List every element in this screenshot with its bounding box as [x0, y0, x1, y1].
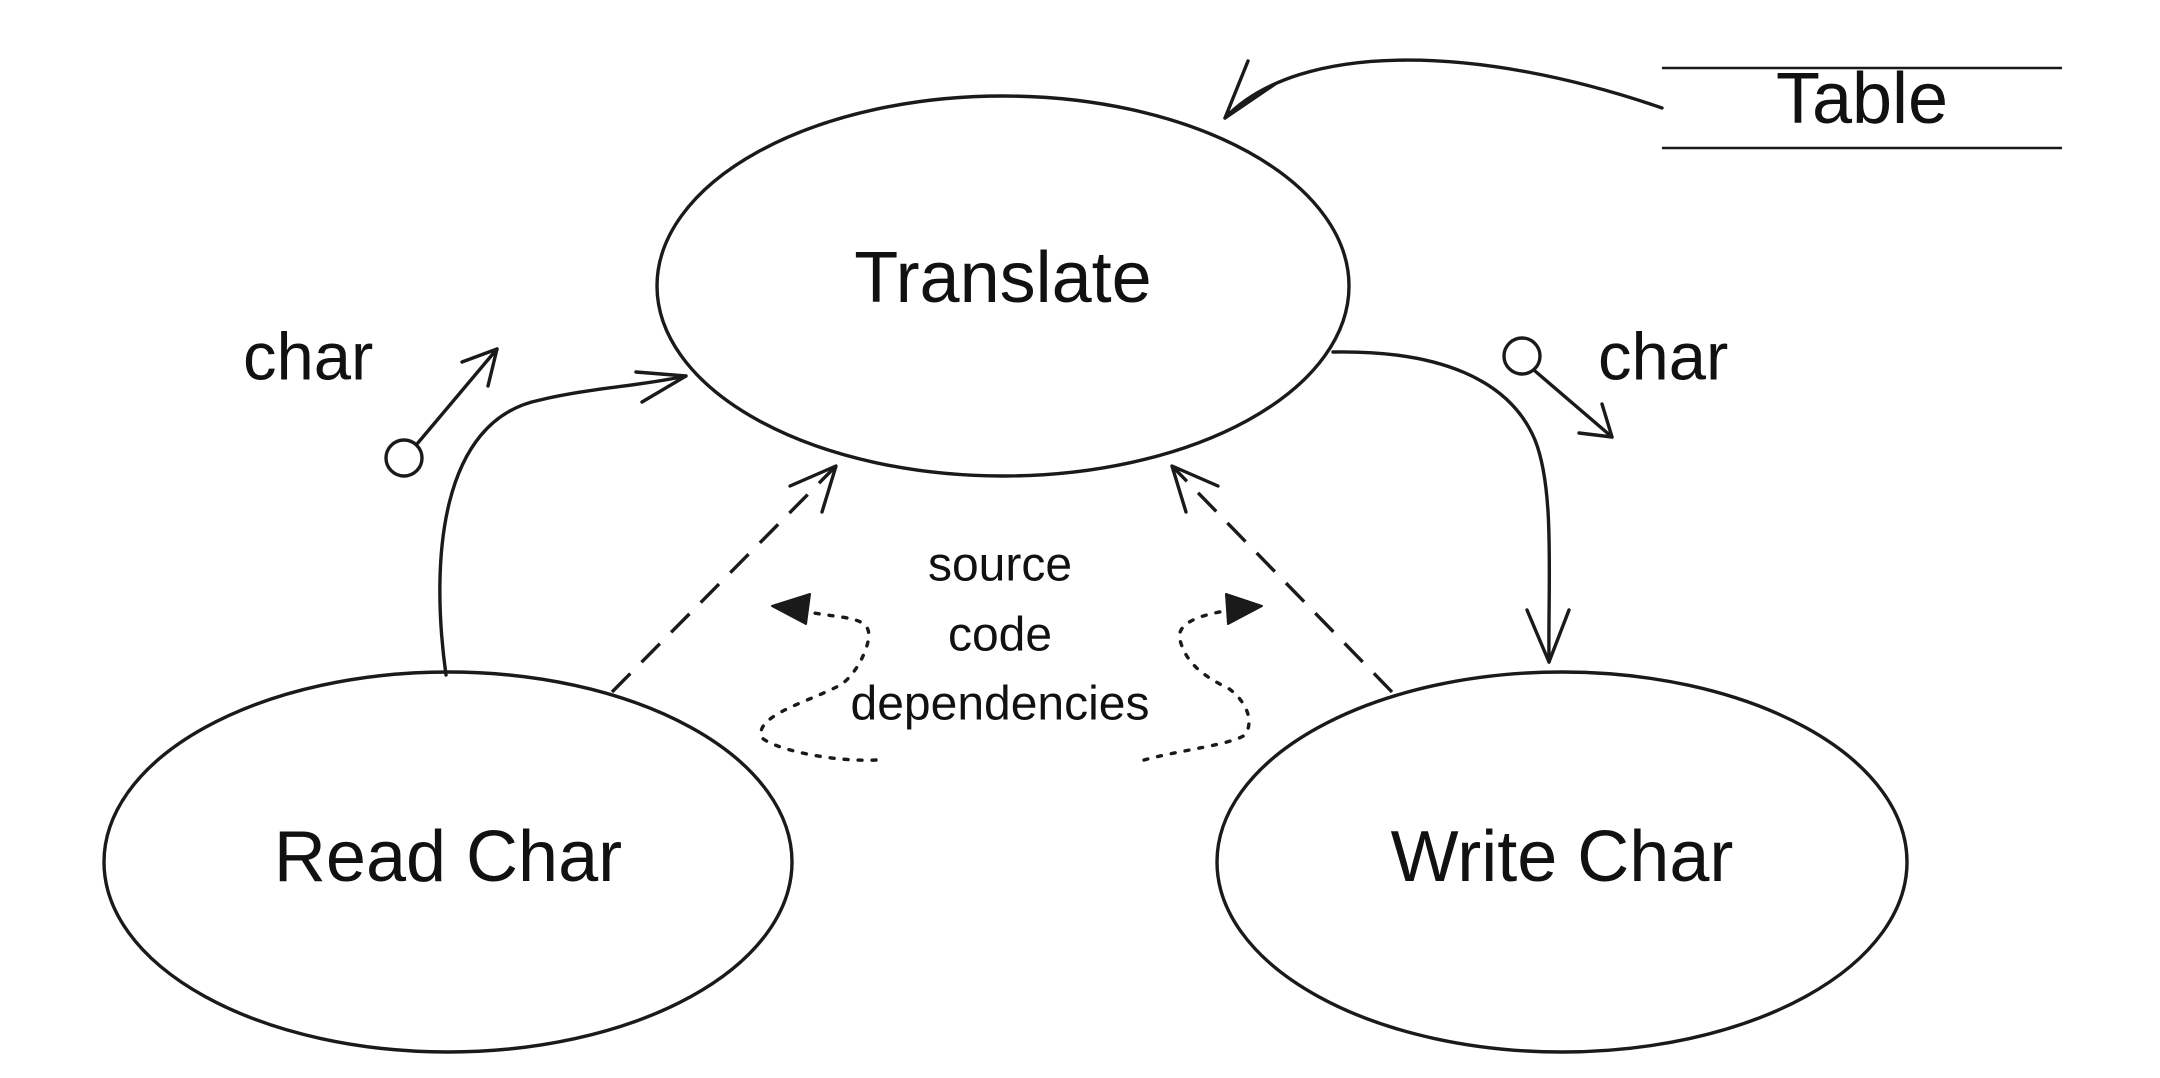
table-store-label: Table — [1776, 59, 1948, 139]
table-to-translate-flow — [1223, 58, 1664, 120]
table-to-translate-arrowhead — [1223, 59, 1277, 120]
annotation-left-pointer-arrowhead — [771, 593, 811, 625]
char-output-token-circle — [1502, 336, 1542, 376]
write-char-process-shape — [1215, 670, 1909, 1054]
char-input-token-arrowhead — [460, 347, 499, 388]
annotation-left-pointer-line — [759, 608, 878, 762]
write-char-dependency-line — [1170, 464, 1394, 694]
annotation-line-1: source — [928, 539, 1072, 592]
translate-to-write-line — [1331, 350, 1552, 664]
read-char-process[interactable]: Read Char — [102, 670, 794, 1054]
write-char-process-label: Write Char — [1391, 817, 1734, 897]
read-char-process-label: Read Char — [274, 817, 622, 897]
translate-to-write-flow — [1331, 350, 1571, 664]
annotation-right-pointer — [1142, 593, 1263, 762]
table-data-store[interactable]: Table — [1662, 59, 2062, 150]
read-to-translate-arrowhead — [634, 370, 688, 404]
read-char-dependency-line — [610, 464, 838, 694]
annotation-line-2: code — [948, 609, 1052, 662]
annotation-line-3: dependencies — [851, 678, 1150, 731]
translate-process-label: Translate — [854, 238, 1151, 318]
write-char-dependency — [1170, 464, 1394, 694]
read-to-translate-line — [438, 374, 688, 677]
annotation-right-pointer-arrowhead — [1225, 593, 1263, 625]
write-char-process[interactable]: Write Char — [1215, 670, 1909, 1054]
char-input-token-circle — [384, 438, 424, 478]
dependency-annotation: source code dependencies — [851, 539, 1150, 731]
read-to-translate-flow — [438, 370, 688, 677]
translate-process-shape — [655, 94, 1351, 478]
write-char-dependency-arrowhead — [1170, 464, 1220, 514]
read-char-dependency — [610, 464, 838, 694]
char-input-label: char — [243, 320, 373, 395]
char-output-token: char — [1502, 320, 1728, 439]
read-char-process-shape — [102, 670, 794, 1054]
annotation-right-pointer-line — [1142, 608, 1251, 762]
read-char-dependency-arrowhead — [788, 464, 838, 514]
char-output-token-line — [1533, 369, 1614, 439]
char-output-token-arrowhead — [1577, 402, 1614, 439]
char-output-label: char — [1598, 320, 1728, 395]
annotation-left-pointer — [759, 593, 878, 762]
char-input-token: char — [243, 320, 499, 478]
translate-to-write-arrowhead — [1525, 608, 1571, 664]
table-to-translate-line — [1223, 58, 1664, 120]
char-input-token-line — [415, 347, 499, 446]
translate-process[interactable]: Translate — [655, 94, 1351, 478]
